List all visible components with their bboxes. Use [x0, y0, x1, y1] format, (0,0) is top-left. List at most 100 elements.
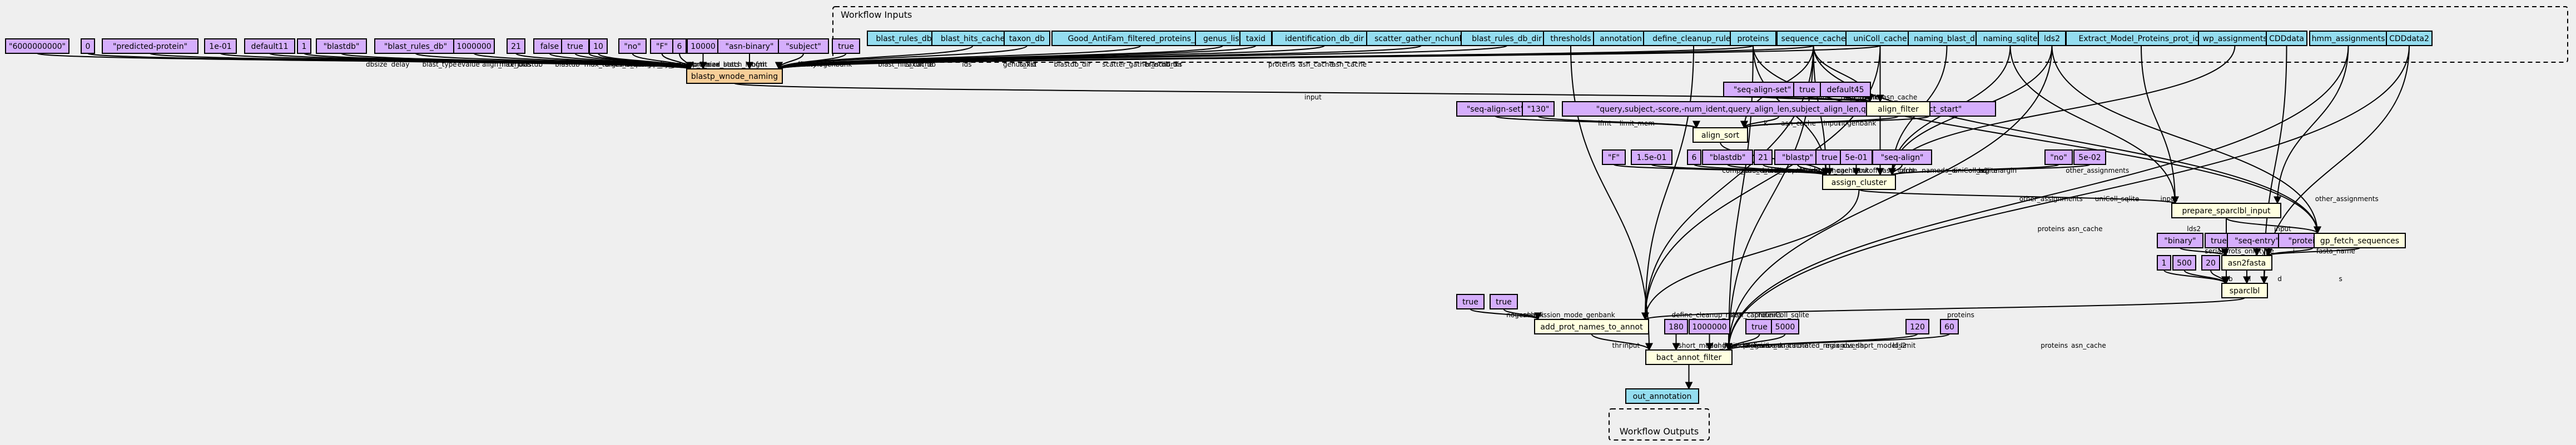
node-box: [650, 38, 674, 54]
node-p20: "subject": [778, 38, 829, 54]
edge-label: k: [1764, 119, 1768, 127]
edge-i-extract-model-to-s-prepare: input: [2141, 45, 2179, 204]
edge-s-sparclbl-to-s-add-prot: proteins: [1641, 297, 2245, 321]
node-label: "binary": [2164, 237, 2196, 246]
node-label: "asn-binary": [726, 42, 774, 51]
workflow-outputs-cluster: Workflow Outputs: [1609, 408, 1710, 441]
node-p1: "6000000000": [5, 38, 70, 54]
edge-label: serial: [2205, 247, 2223, 255]
node-box: [1872, 149, 1932, 165]
node-label: bact_annot_filter: [1656, 353, 1722, 362]
edge-label: margin: [1993, 167, 2017, 174]
edge-line: [2218, 247, 2229, 257]
node-label: align_sort: [1701, 131, 1740, 140]
node-label: 60: [1944, 323, 1954, 332]
edge-s-prepare-to-s-sparclbl: b: [2222, 218, 2233, 284]
node-box: [2172, 255, 2196, 271]
edge-label: input: [1304, 93, 1322, 101]
node-i-naming-blast-db: naming_blast_db: [1908, 31, 1986, 46]
node-box: [1776, 31, 1850, 46]
node-p15: "no": [618, 38, 647, 54]
edge-label: max_overlap: [1825, 342, 1868, 349]
node-label: 5000: [1775, 323, 1795, 332]
node-i-uniColl-cache: uniColl_cache: [1845, 31, 1915, 46]
node-box: [2066, 31, 2217, 46]
clusters-layer: Workflow Inputs Workflow Outputs: [832, 6, 2568, 441]
node-box: [1905, 319, 1929, 334]
node-label: blastp_wnode_naming: [691, 72, 778, 81]
node-box: [1723, 82, 1801, 97]
node-i-cddata2: CDDdata2: [2386, 31, 2433, 46]
edge-label: submission_mode_genbank: [1523, 311, 1615, 319]
node-label: align_filter: [1878, 105, 1919, 114]
node-s-sparclbl: sparclbl: [2221, 283, 2268, 298]
node-box: [1692, 127, 1748, 143]
node-p8: "blast_rules_db": [374, 38, 457, 54]
node-label: 1e-01: [209, 42, 231, 51]
node-p32: "blastdb": [1702, 149, 1753, 165]
node-label: "seq-align-set": [1734, 86, 1791, 94]
node-i-extract-model: Extract_Model_Proteins_prot_ids: [2066, 31, 2217, 46]
edge-i-lds2-to-s-gp-fetch: lds2: [2051, 45, 2321, 234]
node-label: false: [540, 42, 559, 51]
edge-i-thresholds-to-s-bact: thr: [1570, 45, 1653, 351]
edge-line: [1725, 333, 1950, 351]
node-label: 5e-01: [1845, 153, 1867, 162]
node-box: [2221, 255, 2272, 271]
node-p36: 5e-01: [1840, 149, 1873, 165]
edge-label: cutoff: [1859, 167, 1878, 174]
node-box: [1522, 101, 1555, 117]
edge-label: uniColl_sqlite: [1765, 311, 1809, 319]
node-p53: 120: [1905, 319, 1929, 334]
node-box: [507, 38, 525, 54]
node-label: sparclbl: [2230, 287, 2260, 296]
edge-label: s: [2339, 275, 2342, 283]
node-label: 120: [1910, 323, 1925, 332]
node-i-taxid: taxid: [1239, 31, 1272, 46]
node-box: [5, 38, 70, 54]
node-label: "seq-align": [1881, 153, 1924, 162]
node-i-taxon-db: taxon_db: [1004, 31, 1050, 46]
node-s-align-sort: align_sort: [1692, 127, 1748, 143]
node-p51: true: [1745, 319, 1774, 334]
edge-label: other_assignments: [2019, 195, 2083, 203]
node-label: 21: [1758, 153, 1768, 162]
node-p40: "binary": [2157, 233, 2203, 248]
node-label: 1: [302, 42, 307, 51]
edge-p44-to-s-sparclbl: [2163, 269, 2229, 284]
node-p2: 0: [81, 38, 95, 54]
edge-label: delay: [391, 61, 410, 68]
node-box: [686, 68, 783, 84]
edge-line: [776, 45, 1881, 70]
node-label: CDDdata: [2269, 34, 2304, 43]
edge-line: [679, 53, 694, 70]
node-p6: 1: [297, 38, 311, 54]
edge-p43-to-s-asn2fasta: i: [2265, 247, 2314, 257]
node-box: [2038, 31, 2066, 46]
edge-p46-to-s-sparclbl: [2210, 269, 2229, 284]
node-label: 180: [1669, 323, 1684, 332]
node-p13: true: [561, 38, 589, 54]
node-box: [453, 38, 495, 54]
node-p19: "asn-binary": [717, 38, 782, 54]
node-label: 20: [2206, 259, 2216, 268]
node-p21: true: [832, 38, 860, 54]
edge-i-uniColl-cache-to-s-add-prot: uniColl_sqlite: [1641, 45, 1881, 321]
edge-i-naming-sqlite-to-s-prepare: uniColl_sqlite: [2009, 45, 2179, 204]
node-i-ident-db: identification_db_dir: [1272, 31, 1377, 46]
node-label: add_prot_names_to_annot: [1540, 323, 1643, 332]
edge-s-prepare-to-s-gp-fetch: input: [2226, 217, 2321, 234]
node-label: 10: [593, 42, 603, 51]
edge-label: asn_cache: [1822, 167, 1857, 174]
node-box: [2044, 149, 2073, 165]
edge-label: prots_only: [2224, 247, 2259, 255]
edge-line: [2009, 45, 2179, 204]
workflow-inputs-cluster: Workflow Inputs: [832, 6, 2568, 63]
node-box: [1940, 319, 1959, 334]
node-s-assign-cluster: assign_cluster: [1822, 174, 1896, 190]
edge-label: uniColl_sqlite: [2095, 195, 2140, 203]
node-p29: "F": [1602, 149, 1626, 165]
node-label: default11: [251, 42, 288, 51]
node-s-gp-fetch: gp_fetch_sequences: [2314, 233, 2406, 248]
edge-p36-to-s-assign-cluster: cutoff: [1852, 164, 1878, 176]
